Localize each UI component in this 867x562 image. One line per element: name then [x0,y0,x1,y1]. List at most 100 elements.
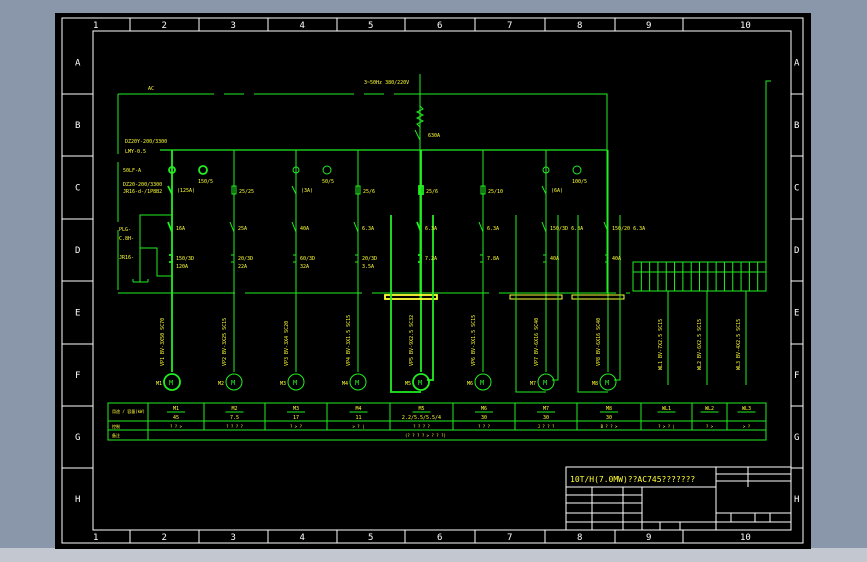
row-label: H [75,495,80,505]
motor-symbol: M [293,379,297,387]
table-cell-value: 30 [543,415,549,421]
control-wiring [132,214,172,283]
row-label: G [794,433,799,443]
contactor-label: 25A [238,226,247,232]
thermal-relay-icon [355,254,359,263]
main-supply [117,74,630,300]
motor-symbol: M [355,379,359,387]
table-cell-control: ? ? ? ? [413,424,430,429]
spare-cable-label: WL2 BV-6X2.5 SC15 [697,319,703,370]
branch-m5 [384,150,438,393]
row-label: D [75,246,80,256]
motor-symbol: M [543,379,547,387]
table-cell-value: 7.5 [230,415,239,421]
table-cell-value: 45 [173,415,179,421]
thermal-relay-icon [169,254,173,263]
table-cell-value: 30 [481,415,487,421]
breaker-label: (3A) [301,188,313,194]
row-label: F [794,371,799,381]
cable-spec-label: VP3 BV-3X4 SC20 [284,321,290,366]
motor-id-label: M8 [592,381,598,387]
relay-label: 40A [550,256,559,262]
cable-spec-label: VP4 BV-3X1.5 SC15 [346,315,352,366]
table-cell-value: 11 [355,415,361,421]
breaker-label: (125A) [177,188,195,194]
motor-id-label: M2 [218,381,224,387]
branch-m8 [571,150,625,393]
column-label: 4 [300,21,305,31]
breaker-label: (6A) [551,188,563,194]
contactor-icon [353,221,359,233]
cable-spec-label: VP2 BV-3X25 SC15 [222,318,228,366]
cable-spec-label: VP7 BV-6X16 SC40 [534,318,540,366]
table-cell-name: M8 [606,406,612,412]
breaker-icon [167,185,173,195]
breaker-type-label: DZ20Y-200/3300 [125,139,167,145]
table-cell-control: ? ? ? [478,424,491,429]
motor-symbol: M [480,379,484,387]
mechanical-interlock-bar [571,294,625,300]
left-control-circuit [132,214,172,283]
current-transformer-icon [168,166,176,174]
column-label: 5 [368,533,373,543]
row-label: D [794,246,799,256]
table-cell-name: WL2 [705,406,714,412]
cable-spec-label: VP1 BV-3X50 SC70 [160,318,166,366]
branch-m2 [225,150,243,391]
ac-label: AC [148,86,154,92]
table-cell-name: M4 [355,406,361,412]
thermal-relay-icon [480,254,484,263]
column-label: 4 [300,533,305,543]
ct-ratio-label: 100/5 [572,179,587,185]
branch-m4 [349,150,367,391]
table-cell-name: M5 [418,406,424,412]
table-cell-name: M3 [293,406,299,412]
contactor-icon [229,221,235,233]
table-cell-control: ? > [706,424,714,429]
contactor-label: 40A [300,226,309,232]
left-label-2: JR16-d-/1P8B2 [123,189,162,195]
column-label: 2 [162,21,167,31]
motor-id-label: M5 [405,381,411,387]
left-label-4: C.8H- [119,236,134,242]
relay-label: 150/3D [176,256,194,262]
contactor-label: 150/20 6.3A [612,226,645,232]
motor-symbol: M [418,379,422,387]
table-cell-name: M2 [231,406,237,412]
spare-cable-label: WL3 BV-4X2.5 SC15 [736,319,742,370]
motor-icon [163,373,181,391]
column-label: 7 [507,533,512,543]
contactor-icon [416,221,422,233]
motor-id-label: M3 [280,381,286,387]
table-cell-value: 30 [606,415,612,421]
breaker-icon [291,185,297,195]
table-cell-value: 2.2/5.5/5.5/4 [402,415,441,421]
thermal-relay-icon [543,254,547,263]
ammeter-icon [198,165,208,175]
table-cell-control: J ? ? ? [538,424,555,429]
motor-symbol: M [231,379,235,387]
column-label: 6 [437,533,442,543]
motor-id-label: M4 [342,381,348,387]
motor-icon [537,373,555,391]
relay-setting-label: 120A [176,264,188,270]
fuse-label: 25/10 [488,189,503,195]
ct-ratio-label: 150/5 [198,179,213,185]
mechanical-interlock-bar [509,294,563,300]
fuse-label: 25/25 [239,189,254,195]
bottom-strip [0,548,867,562]
row-label: C [794,184,799,194]
row-label: B [794,121,799,131]
motor-icon [599,373,617,391]
ct-ratio-label: 50/5 [322,179,334,185]
left-label-5: JR16- [119,255,134,261]
fuse-label: 25/6 [363,189,375,195]
table-cell-control: > ? [743,424,751,429]
table-row-header: 备注 [112,432,120,438]
left-label-1: DZ20-200/3300 [123,182,162,188]
incoming-fuse-icon [415,105,425,128]
